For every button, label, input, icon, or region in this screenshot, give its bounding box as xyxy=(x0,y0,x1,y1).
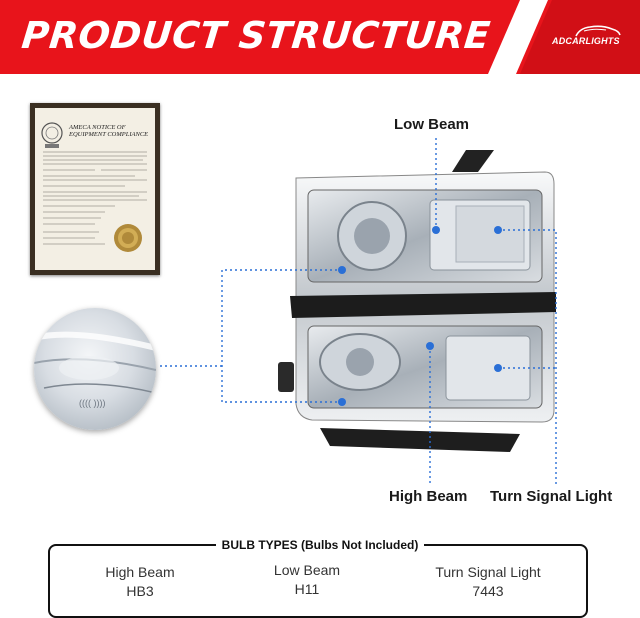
gold-seal-icon xyxy=(114,224,142,252)
certificate-text-lines xyxy=(43,151,147,245)
header-banner: PRODUCT STRUCTURE ADCARLIGHTS xyxy=(0,0,640,74)
bulb-type-high-beam: HB3 xyxy=(126,583,154,599)
bulb-type-low-beam: H11 xyxy=(294,581,320,597)
bulb-type-turn-signal: 7443 xyxy=(472,583,504,599)
bulb-types-heading: BULB TYPES (Bulbs Not Included) xyxy=(0,536,640,554)
svg-text:(((( )))): (((( )))) xyxy=(79,398,105,408)
ameca-emblem-icon xyxy=(41,122,63,148)
high-beam-label: High Beam xyxy=(389,488,468,505)
bulb-name-high-beam: High Beam xyxy=(105,564,175,580)
low-beam-label: Low Beam xyxy=(394,116,470,133)
detail-zoom-view: (((( )))) xyxy=(34,308,156,430)
turn-signal-label: Turn Signal Light xyxy=(490,488,613,505)
bulb-name-low-beam: Low Beam xyxy=(273,562,341,578)
car-logo-icon xyxy=(575,25,621,37)
certificate-title: AMECA NOTICE OF EQUIPMENT COMPLIANCE xyxy=(69,124,149,138)
brand-name: ADCARLIGHTS xyxy=(552,36,620,46)
bulb-name-turn-signal: Turn Signal Light xyxy=(435,564,541,580)
banner-stripes xyxy=(488,0,640,74)
compliance-certificate: AMECA NOTICE OF EQUIPMENT COMPLIANCE xyxy=(30,103,160,275)
